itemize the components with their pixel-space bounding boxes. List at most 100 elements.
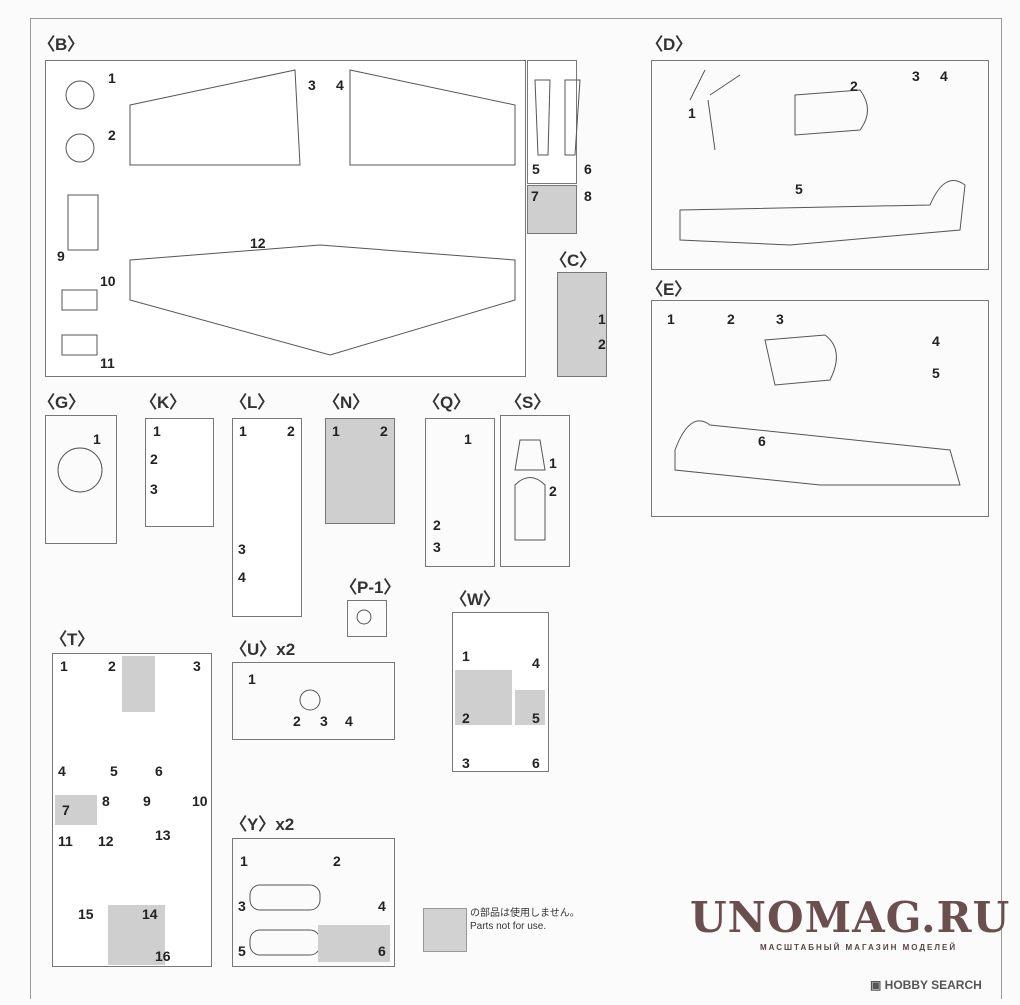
part-number: 8 <box>102 793 110 809</box>
part-number: 5 <box>795 181 803 197</box>
part-number: 1 <box>108 70 116 86</box>
part-number: 3 <box>150 481 158 497</box>
strut-6 <box>564 79 581 156</box>
part-number: 1 <box>153 423 161 439</box>
sprue-g-label: 〈G〉 <box>38 393 86 412</box>
part-number: 6 <box>378 943 386 959</box>
sprue-l <box>232 418 302 617</box>
part-number: 8 <box>584 188 592 204</box>
part-number: 3 <box>238 541 246 557</box>
part-number: 1 <box>60 658 68 674</box>
part-number: 1 <box>239 423 247 439</box>
legend-en: Parts not for use. <box>470 921 547 932</box>
sprue-b-unused-cell <box>527 185 577 234</box>
part-number: 2 <box>549 483 557 499</box>
part-number: 4 <box>336 77 344 93</box>
part-number: 3 <box>238 898 246 914</box>
sprue-y-label: 〈Y〉x2 <box>230 815 295 834</box>
part-number: 5 <box>532 161 540 177</box>
part-number: 14 <box>142 906 158 922</box>
unused-parts-swatch <box>423 908 467 952</box>
sprue-y <box>232 838 395 967</box>
part-number: 3 <box>193 658 201 674</box>
part-number: 13 <box>155 827 171 843</box>
part-number: 2 <box>462 710 470 726</box>
cowling <box>794 89 868 136</box>
sprue-p1-label: 〈P-1〉 <box>340 578 401 597</box>
hobby-search-icon: ▣ <box>870 978 885 992</box>
sprue-t-unused <box>108 905 165 965</box>
sprue-k <box>145 418 214 527</box>
part-number: 12 <box>250 235 266 251</box>
part-number: 6 <box>584 161 592 177</box>
part-number: 5 <box>238 943 246 959</box>
sprue-u-label: 〈U〉x2 <box>230 640 296 659</box>
part-number: 11 <box>100 355 115 371</box>
part-number: 1 <box>598 311 606 327</box>
part-number: 2 <box>108 658 116 674</box>
hobby-search-label: HOBBY SEARCH <box>884 978 982 992</box>
part-number: 3 <box>462 755 470 771</box>
wing-upper-left <box>129 69 301 166</box>
sprue-t-unused <box>55 795 97 825</box>
part-number: 2 <box>293 713 301 729</box>
cockpit-part <box>67 194 99 251</box>
part-number: 1 <box>688 105 696 121</box>
part-number: 12 <box>98 833 114 849</box>
part-number: 1 <box>462 648 470 664</box>
sprue-n <box>325 418 395 524</box>
strut-5 <box>534 79 551 156</box>
sprue-t-unused <box>122 656 155 712</box>
part-number: 16 <box>155 948 171 964</box>
part-number: 6 <box>758 433 766 449</box>
part-number: 2 <box>433 517 441 533</box>
sprue-l-label: 〈L〉 <box>230 393 275 412</box>
cowling-e <box>764 334 837 386</box>
part-number: 1 <box>549 455 557 471</box>
part-number: 4 <box>532 655 540 671</box>
legend-jp: の部品は使用しません。 <box>470 908 580 919</box>
part-number: 11 <box>58 833 73 849</box>
part-number: 7 <box>531 188 539 204</box>
part-number: 1 <box>93 431 101 447</box>
part-number: 3 <box>776 311 784 327</box>
sprue-e <box>651 300 989 517</box>
sprue-g <box>45 415 117 544</box>
sprue-p1 <box>347 600 387 637</box>
sprue-e-label: 〈E〉 <box>646 280 692 299</box>
fuselage-left <box>679 180 966 246</box>
part-g1 <box>57 447 103 493</box>
part-number: 4 <box>932 333 940 349</box>
engine-part <box>65 133 95 163</box>
part-number: 5 <box>532 710 540 726</box>
part-number: 1 <box>464 431 472 447</box>
part-number: 9 <box>143 793 151 809</box>
part-number: 10 <box>192 793 208 809</box>
sprue-b-label: 〈B〉 <box>38 35 85 54</box>
fuselage-right <box>674 420 961 486</box>
part-number: 4 <box>238 569 246 585</box>
sheet-border <box>30 18 1002 999</box>
part-number: 3 <box>433 539 441 555</box>
sprue-q-label: 〈Q〉 <box>423 393 471 412</box>
part-number: 1 <box>240 853 248 869</box>
part-number: 4 <box>378 898 386 914</box>
part-number: 1 <box>332 423 340 439</box>
part-number: 3 <box>308 77 316 93</box>
part-number: 3 <box>320 713 328 729</box>
part-number: 5 <box>932 365 940 381</box>
propeller <box>707 99 716 151</box>
sprue-w-label: 〈W〉 <box>450 590 501 609</box>
part-number: 2 <box>108 127 116 143</box>
sprue-q <box>425 418 495 567</box>
sprue-d <box>651 60 989 270</box>
sprue-c-label: 〈C〉 <box>550 251 597 270</box>
part-number: 3 <box>912 68 920 84</box>
sprue-u <box>232 662 395 740</box>
part-number: 2 <box>150 451 158 467</box>
part-number: 1 <box>667 311 675 327</box>
legend-text: の部品は使用しません。 Parts not for use. <box>470 907 580 933</box>
part-number: 2 <box>598 336 606 352</box>
part-number: 15 <box>78 906 94 922</box>
